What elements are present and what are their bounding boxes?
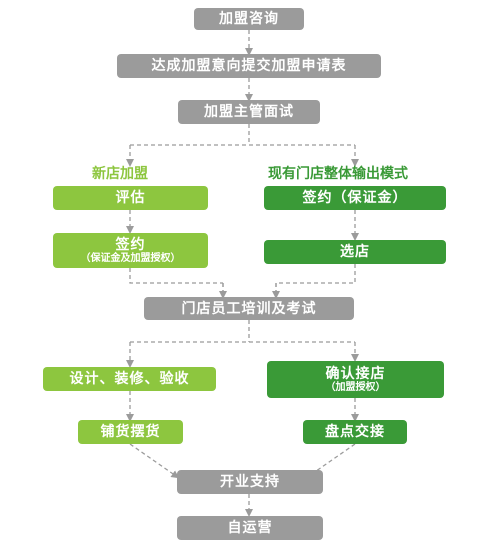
split-interview xyxy=(130,124,355,146)
training-box: 门店员工培训及考试 xyxy=(144,297,354,320)
stock-box: 铺货摆货 xyxy=(78,420,183,444)
right-sign-label: 签约（保证金） xyxy=(302,190,408,206)
left-branch-heading: 新店加盟 xyxy=(92,166,148,182)
interview-label: 加盟主管面试 xyxy=(204,104,294,120)
confirm-note: （加盟授权） xyxy=(325,381,386,393)
design-box: 设计、装修、验收 xyxy=(43,367,216,391)
split-training xyxy=(130,320,355,343)
merge-to-training xyxy=(129,264,356,295)
arrow-stock-opening xyxy=(129,443,180,479)
confirm-box: 确认接店 （加盟授权） xyxy=(267,361,444,398)
right-branch-heading: 现有门店整体输出模式 xyxy=(268,166,408,182)
inventory-box: 盘点交接 xyxy=(303,420,407,444)
apply-box: 达成加盟意向提交加盟申请表 xyxy=(117,54,381,78)
opening-label: 开业支持 xyxy=(220,474,280,490)
left-sign-box: 签约 （保证金及加盟授权） xyxy=(53,233,208,268)
inventory-label: 盘点交接 xyxy=(325,424,385,440)
consult-label: 加盟咨询 xyxy=(219,11,279,27)
left-sign-note: （保证金及加盟授权） xyxy=(80,252,181,264)
right-sign-box: 签约（保证金） xyxy=(264,186,446,210)
arrow-inventory-opening xyxy=(305,443,356,479)
design-label: 设计、装修、验收 xyxy=(69,371,190,387)
apply-label: 达成加盟意向提交加盟申请表 xyxy=(151,58,347,74)
confirm-label: 确认接店 xyxy=(325,365,386,382)
consult-box: 加盟咨询 xyxy=(194,8,304,30)
interview-box: 加盟主管面试 xyxy=(178,100,320,124)
evaluate-label: 评估 xyxy=(115,190,146,206)
operate-box: 自运营 xyxy=(177,516,323,540)
evaluate-box: 评估 xyxy=(53,186,208,210)
stock-label: 铺货摆货 xyxy=(100,424,161,440)
operate-label: 自运营 xyxy=(227,520,273,536)
left-sign-label: 签约 xyxy=(115,236,146,253)
select-box: 选店 xyxy=(264,240,446,264)
opening-box: 开业支持 xyxy=(177,470,323,494)
select-label: 选店 xyxy=(340,244,370,260)
training-label: 门店员工培训及考试 xyxy=(181,300,317,317)
